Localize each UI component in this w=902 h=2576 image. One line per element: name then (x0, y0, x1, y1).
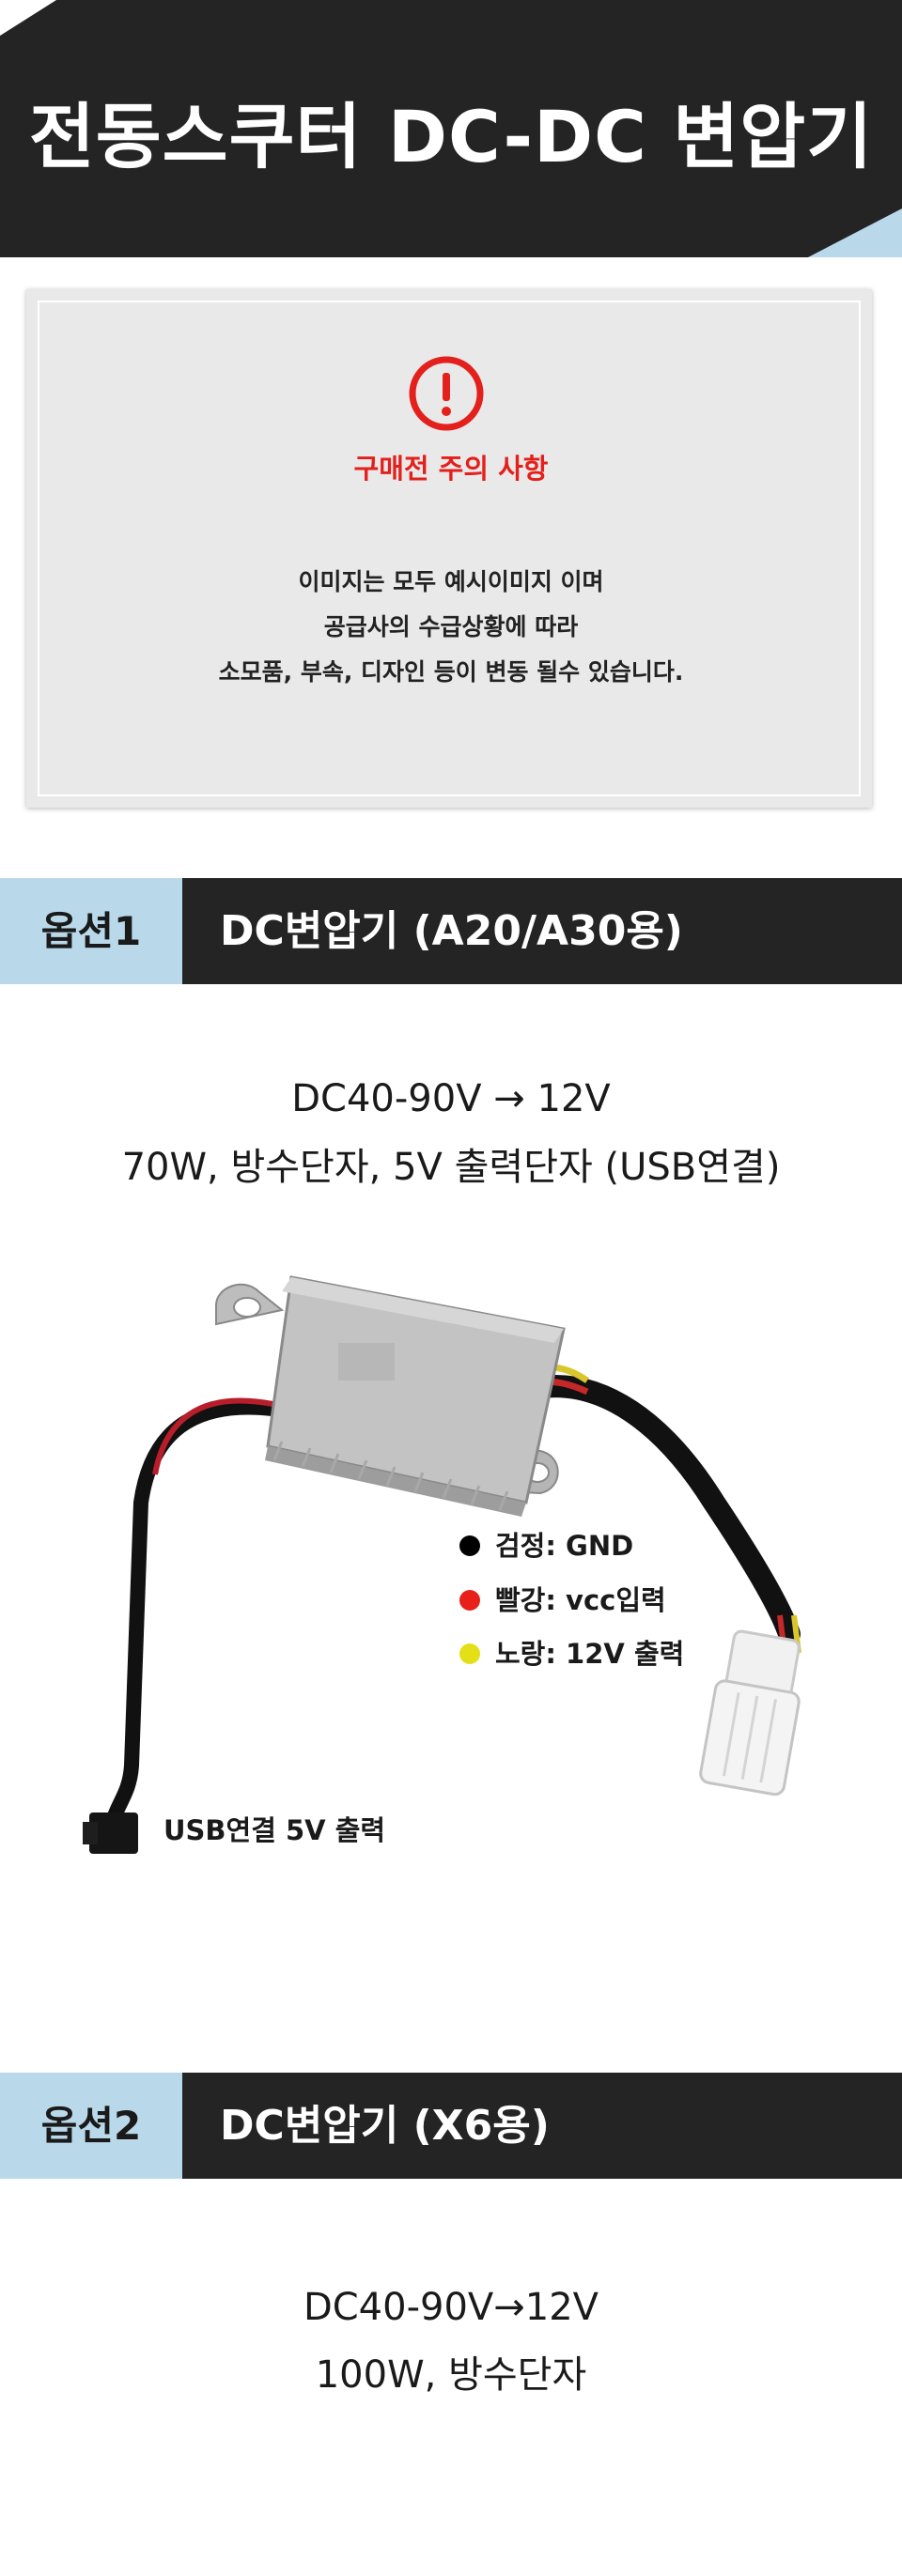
legend-yellow-label: 노랑: 12V 출력 (495, 1638, 685, 1670)
option2-spec-voltage: DC40-90V→12V (303, 2286, 599, 2329)
usb-output-label: USB연결 5V 출력 (163, 1814, 386, 1846)
legend-dot-black (459, 1535, 480, 1556)
legend-black-label: 검정: GND (495, 1530, 634, 1562)
notice-inner-border (38, 301, 861, 796)
option1-tag: 옵션1 (0, 878, 182, 984)
legend-dot-red (459, 1590, 480, 1611)
option2-title: DC변압기 (X6용) (220, 2102, 550, 2150)
page-title: 전동스쿠터 DC-DC 변압기 (28, 95, 874, 178)
notice-line-3: 소모품, 부속, 디자인 등이 변동 될수 있습니다. (218, 658, 684, 686)
option2-spec-details: 100W, 방수단자 (315, 2353, 587, 2397)
converter-product-image (83, 1275, 801, 1854)
notice-title: 구매전 주의 사항 (353, 453, 549, 485)
warning-circle-icon (409, 356, 484, 431)
banner-accent-decoration (808, 208, 902, 257)
notice-line-1: 이미지는 모두 예시이미지 이며 (298, 568, 604, 595)
notice-line-2: 공급사의 수급상황에 따라 (323, 613, 579, 640)
header-banner: 전동스쿠터 DC-DC 변압기 (0, 0, 902, 257)
option1-spec-details: 70W, 방수단자, 5V 출력단자 (USB연결) (121, 1146, 781, 1189)
option2-tag: 옵션2 (0, 2073, 182, 2179)
legend-dot-yellow (459, 1643, 480, 1664)
legend-red-label: 빨강: vcc입력 (495, 1584, 666, 1616)
option1-spec-voltage: DC40-90V → 12V (291, 1077, 611, 1120)
option2-header: 옵션2 DC변압기 (X6용) (0, 2073, 902, 2179)
option1-header: 옵션1 DC변압기 (A20/A30용) (0, 878, 902, 984)
option1-title: DC변압기 (A20/A30용) (220, 907, 683, 955)
banner-corner-decoration (0, 0, 56, 36)
